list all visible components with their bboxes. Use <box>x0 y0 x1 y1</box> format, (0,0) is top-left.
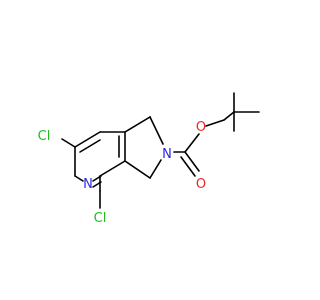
atom-o-ester: O <box>196 120 206 135</box>
bond-c-o-carbonyl-2 <box>180 156 196 177</box>
bonds <box>61 92 260 209</box>
atom-cl-6: Cl <box>38 129 51 144</box>
bond-o-tbu <box>205 119 225 127</box>
bond-c3-c3a <box>124 160 151 179</box>
structure-diagram: Cl N Cl N O O <box>38 92 260 226</box>
bond-c7-c7a <box>74 131 101 148</box>
bond-c7-c7a-inner <box>79 139 101 153</box>
atom-o-carbonyl: O <box>196 177 206 192</box>
bond-o-tbu-c <box>223 111 235 121</box>
bond-c4-c3a <box>99 160 126 177</box>
bond-c1-n2b <box>149 116 164 145</box>
bond-n2-c3 <box>149 159 162 179</box>
bond-c6-n5 <box>74 175 84 182</box>
bond-c7a-c1 <box>124 116 151 133</box>
atom-cl-4: Cl <box>94 211 107 226</box>
bond-c-o-ester <box>184 133 200 153</box>
bond-c6-cl <box>61 138 76 148</box>
atom-n-2: N <box>162 147 172 162</box>
atom-n-5: N <box>83 177 93 192</box>
molecule-canvas: Cl N Cl N O O <box>37 92 260 226</box>
atom-labels: Cl N Cl N O O <box>38 120 206 226</box>
bond-c-o-carbonyl <box>184 151 200 172</box>
